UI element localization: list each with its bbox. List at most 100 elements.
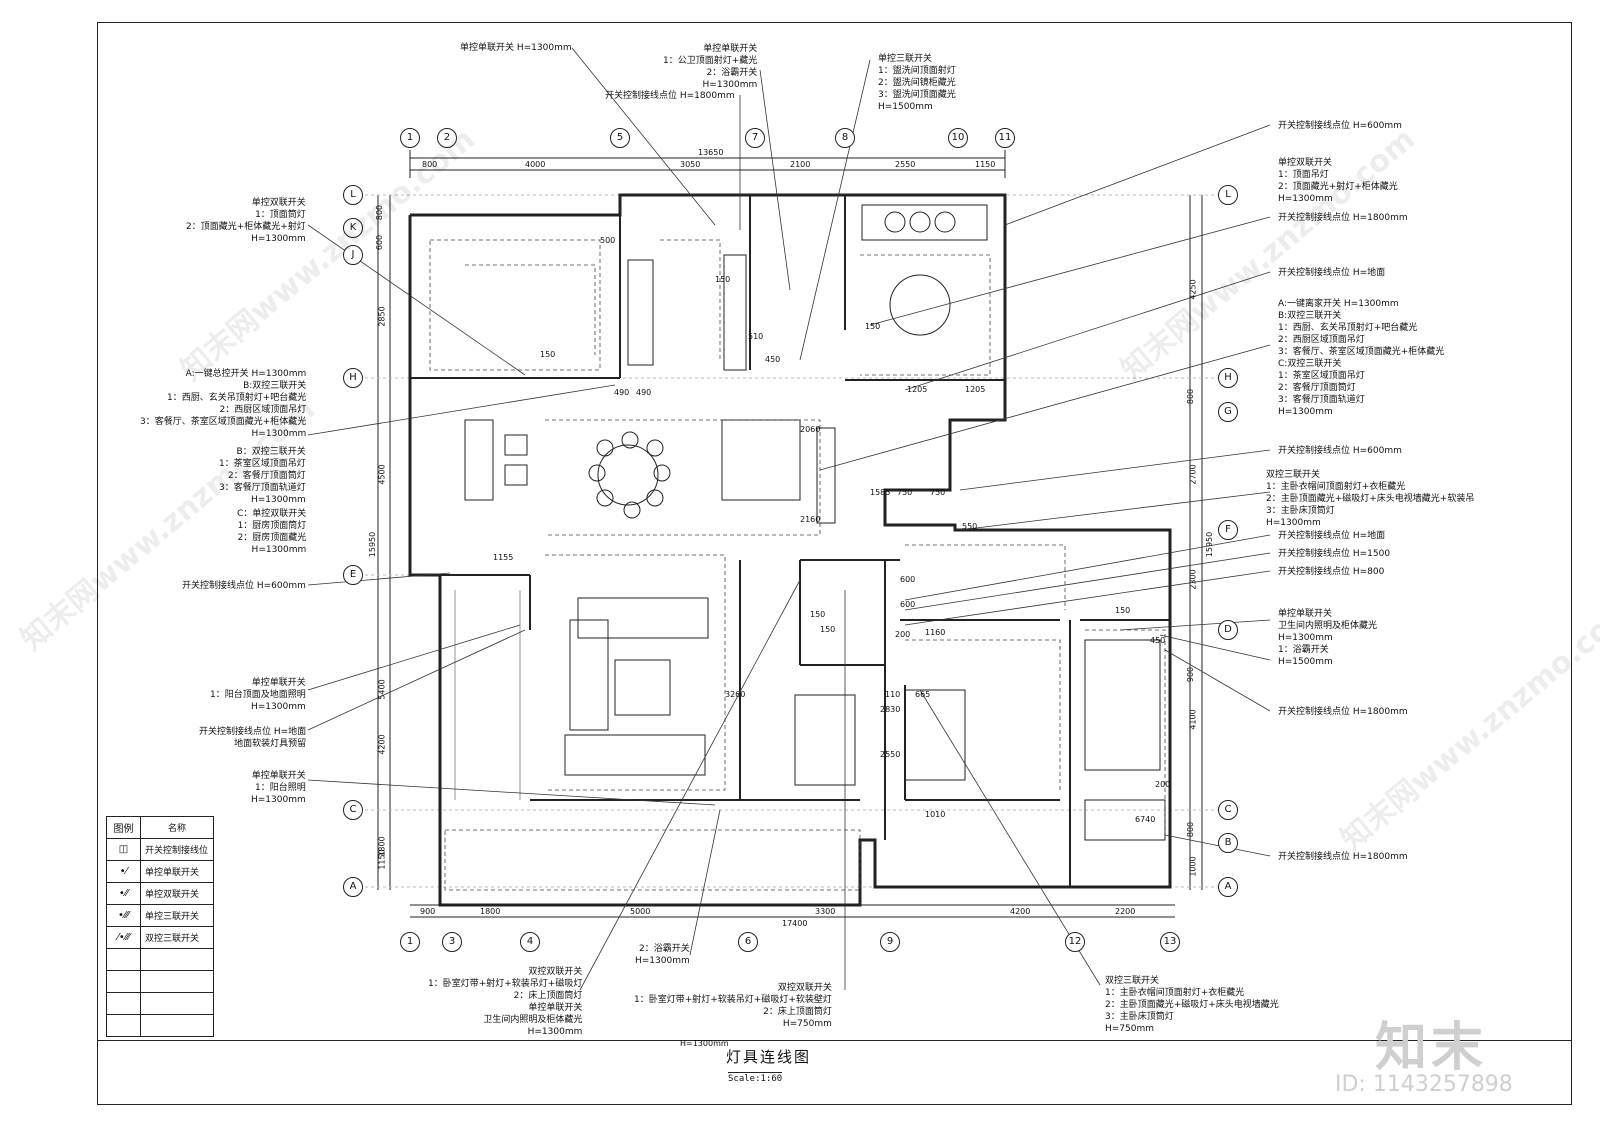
axis-bubble-bottom: 1	[400, 932, 420, 952]
axis-bubble-left: E	[343, 565, 363, 585]
dimension-label: 4250	[1188, 279, 1198, 300]
dimension-label: 2200	[1115, 907, 1136, 916]
dimension-total: 15950	[368, 531, 378, 558]
axis-bubble-bottom: 3	[442, 932, 462, 952]
axis-bubble-top: 11	[995, 128, 1015, 148]
note-line: 开关控制接线点位 H=600mm	[182, 581, 306, 591]
dimension-label: 800	[1186, 388, 1196, 405]
dimension-label: 900	[1186, 666, 1196, 683]
dimension-label: 1150	[377, 849, 387, 870]
note-line: C:双控三联开关	[1278, 359, 1342, 369]
note-line: H=1300mm	[250, 495, 306, 505]
note-line: 2：厨房顶面藏光	[237, 533, 307, 543]
dimension-label: 1150	[975, 160, 996, 169]
dimension-label: 1800	[480, 907, 501, 916]
legend-empty-row	[107, 1015, 213, 1036]
note-line: A:一键离家开关 H=1300mm	[1278, 299, 1399, 309]
legend-empty-cell	[141, 971, 213, 992]
inner-dimension: 750	[897, 488, 913, 497]
annotation-right: 开关控制接线点位 H=800	[1278, 566, 1384, 578]
note-line: 3：客餐厅、茶室区域顶面藏光+柜体藏光	[1278, 347, 1445, 357]
note-line: 3：盥洗间顶面藏光	[878, 90, 956, 100]
note-line: 单控单联开关	[1278, 609, 1333, 619]
inner-dimension: 150	[865, 322, 881, 331]
note-line: 开关控制接线点位 H=1500	[1278, 549, 1391, 559]
legend-empty-cell	[107, 949, 141, 970]
annotation-left: 开关控制接线点位 H=地面地面软装灯具预留	[199, 726, 306, 750]
inner-dimension: 1205	[907, 385, 928, 394]
dimension-label: 2700	[1188, 464, 1198, 485]
note-line: 2：主卧顶面藏光+磁吸灯+床头电视墙藏光	[1105, 1000, 1279, 1010]
triple-switch-icon: •⁄⁄⁄	[107, 905, 141, 926]
note-line: H=1300mm	[251, 234, 306, 244]
inner-dimension: 1585	[870, 488, 891, 497]
axis-bubble-right: H	[1218, 368, 1238, 388]
legend-label: 单控三联开关	[145, 912, 200, 922]
note-line: 3：客餐厅顶面轨道灯	[219, 483, 306, 493]
legend-row: ⁄•⁄⁄⁄双控三联开关	[107, 927, 213, 949]
inner-dimension: 2550	[880, 750, 901, 759]
inner-dimension: 490	[614, 388, 630, 397]
note-line: 双控双联开关	[777, 983, 832, 993]
dimension-label: 4000	[525, 160, 546, 169]
note-line: 单控双联开关	[251, 198, 306, 208]
inner-dimension: 3260	[725, 690, 746, 699]
note-line: H=750mm	[1105, 1024, 1155, 1034]
double-switch-icon: •⁄⁄	[107, 883, 141, 904]
inner-dimension: 600	[900, 575, 916, 584]
note-line: 1：卧室灯带+射灯+软装吊灯+磁吸灯+软装壁灯	[634, 995, 832, 1005]
axis-bubble-left: H	[343, 368, 363, 388]
axis-bubble-right: L	[1218, 185, 1238, 205]
annotation-right: 开关控制接线点位 H=地面	[1278, 267, 1385, 279]
legend-label: 单控单联开关	[145, 868, 200, 878]
watermark-id: ID: 1143257898	[1335, 1072, 1513, 1097]
axis-bubble-top: 1	[400, 128, 420, 148]
note-line: 2：浴霸开关	[706, 68, 758, 78]
inner-dimension: 665	[915, 690, 931, 699]
note-line: H=1300mm	[250, 702, 306, 712]
note-line: 1：阳台顶面及地面照明	[210, 690, 306, 700]
note-line: H=1300mm	[635, 956, 690, 966]
axis-bubble-right: D	[1218, 620, 1238, 640]
inner-dimension: 510	[748, 332, 764, 341]
legend-empty-cell	[141, 993, 213, 1014]
inner-dimension: 150	[810, 610, 826, 619]
dimension-label: 3050	[680, 160, 701, 169]
legend-header: 图例 名称	[107, 817, 213, 839]
dimension-total: 15950	[1205, 531, 1215, 558]
note-line: 2：客餐厅顶面筒灯	[1278, 383, 1356, 393]
note-line: 2：顶面藏光+射灯+柜体藏光	[1278, 182, 1398, 192]
annotation-top: 开关控制接线点位 H=1800mm	[605, 90, 735, 102]
note-line: 卫生间内照明及柜体藏光	[1278, 621, 1378, 631]
note-line: 开关控制接线点位 H=600mm	[1278, 446, 1402, 456]
inner-dimension: 550	[962, 522, 978, 531]
note-line: H=1300mm	[1278, 633, 1333, 643]
note-line: 开关控制接线点位 H=1800mm	[1278, 707, 1408, 717]
axis-bubble-left: A	[343, 877, 363, 897]
axis-bubble-left: K	[343, 218, 363, 238]
note-line: H=1300mm	[1278, 407, 1333, 417]
axis-bubble-right: A	[1218, 877, 1238, 897]
junction-point-icon: ◫	[107, 839, 141, 860]
dimension-label: 2100	[790, 160, 811, 169]
note-line: 1：顶面筒灯	[255, 210, 306, 220]
annotation-right: 开关控制接线点位 H=1800mm	[1278, 212, 1408, 224]
note-line: 单控单联开关	[251, 771, 306, 781]
axis-bubble-bottom: 9	[880, 932, 900, 952]
axis-bubble-top: 2	[437, 128, 457, 148]
note-line: 开关控制接线点位 H=800	[1278, 567, 1385, 577]
note-line: C：单控双联开关	[237, 509, 307, 519]
axis-bubble-right: C	[1218, 800, 1238, 820]
annotation-top: 单控单联开关 H=1300mm	[460, 42, 572, 54]
annotation-right: 开关控制接线点位 H=地面	[1278, 530, 1385, 542]
inner-dimension: 450	[1150, 636, 1166, 645]
note-line: H=1300mm	[527, 1027, 583, 1037]
inner-dimension: 1010	[925, 810, 946, 819]
note-line: 开关控制接线点位 H=600mm	[1278, 121, 1402, 131]
